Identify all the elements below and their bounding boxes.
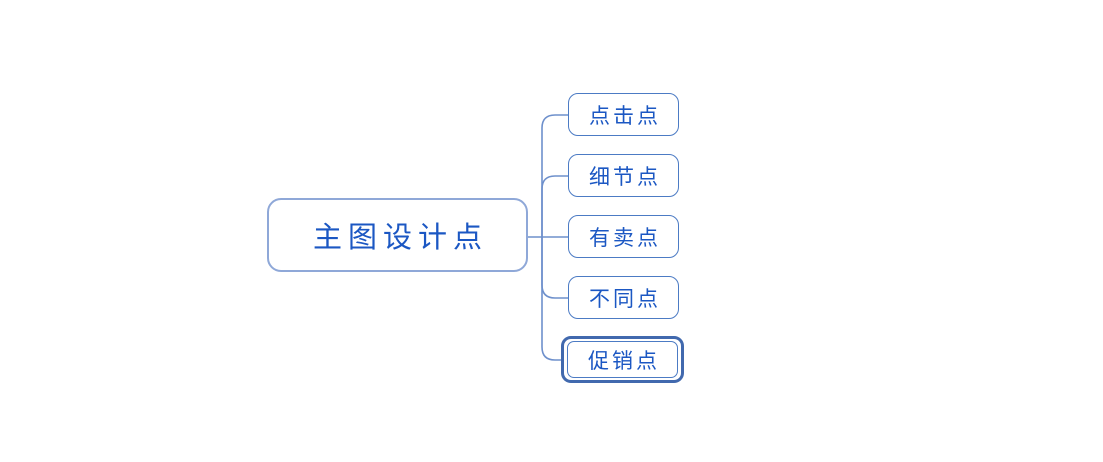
connector-to-child-4: [541, 236, 569, 299]
connector-to-child-5: [541, 236, 562, 361]
connector-to-child-2: [541, 175, 569, 238]
mindmap-node-detail-point[interactable]: 细节点: [568, 154, 679, 197]
node-label: 不同点: [589, 286, 661, 311]
mindmap-node-promotion-point[interactable]: 促销点: [567, 341, 678, 378]
mindmap-root-node[interactable]: 主图设计点: [267, 198, 528, 272]
node-label: 细节点: [589, 164, 661, 189]
mindmap-node-difference-point[interactable]: 不同点: [568, 276, 679, 319]
selected-node-ring: 促销点: [561, 336, 684, 383]
node-label: 有卖点: [589, 225, 661, 250]
mindmap-node-click-point[interactable]: 点击点: [568, 93, 679, 136]
mindmap-node-selling-point[interactable]: 有卖点: [568, 215, 679, 258]
node-label: 点击点: [589, 103, 661, 128]
root-node-label: 主图设计点: [312, 222, 488, 254]
node-label: 促销点: [588, 348, 660, 373]
connector-to-child-1: [541, 114, 569, 238]
